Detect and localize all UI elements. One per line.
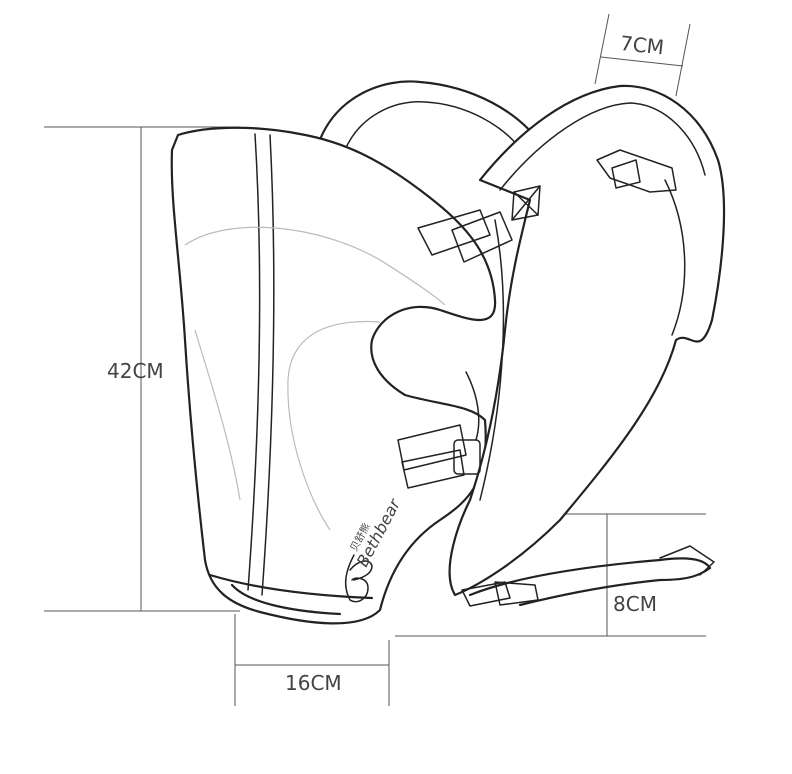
carrier-illustration: Bethbear 贝舒熊 bbox=[170, 80, 726, 625]
depth-label: 16CM bbox=[285, 671, 342, 695]
strap-width-label: 7CM bbox=[619, 31, 665, 59]
dimension-lines bbox=[44, 13, 706, 706]
seat-height-label: 8CM bbox=[613, 592, 657, 616]
height-label: 42CM bbox=[107, 359, 164, 383]
